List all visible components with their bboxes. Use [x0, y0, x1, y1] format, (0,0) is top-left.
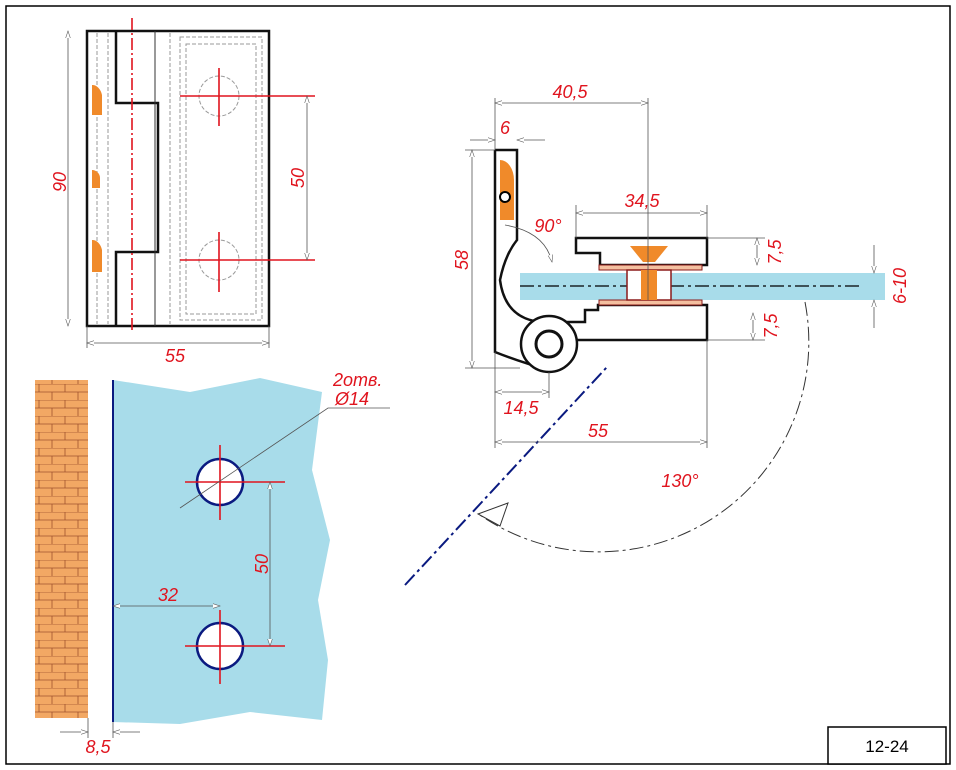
pivot-pin [534, 329, 564, 359]
dim-side-length: 55 [588, 421, 609, 441]
hole-diameter-label: Ø14 [334, 389, 369, 409]
brick-wall [35, 380, 88, 718]
dim-hole-spacing: 50 [288, 168, 308, 188]
glass-layout-view: 50 32 2отв. Ø14 8,5 [35, 370, 390, 757]
dim-height: 90 [50, 172, 70, 192]
dim-pivot-offset: 14,5 [503, 398, 539, 418]
wall-plate [495, 148, 709, 342]
magnet-marks [92, 84, 102, 272]
dim-edge-to-hole: 32 [158, 585, 178, 605]
title-block: 12-24 [827, 726, 947, 765]
drawing-frame [5, 5, 951, 765]
dim-clamp-length: 34,5 [624, 191, 660, 211]
dim-plate-thickness: 6 [500, 118, 511, 138]
dim-overall: 40,5 [552, 82, 588, 102]
dim-gap-to-wall: 8,5 [85, 737, 111, 757]
dim-width: 55 [165, 346, 186, 366]
dim-side-height: 58 [452, 250, 472, 270]
knuckle-notch [114, 31, 160, 326]
angle-90-label: 90° [534, 216, 561, 236]
dim-clamp-top: 7,5 [765, 239, 785, 265]
side-view: 40,5 6 34,5 58 7,5 7,5 6-10 14,5 55 90° … [404, 82, 910, 586]
drawing-number: 12-24 [865, 737, 908, 756]
front-view: 90 50 55 [50, 18, 315, 366]
arc-arrow [476, 502, 509, 527]
angle-130-label: 130° [661, 471, 698, 491]
dim-glass-hole-spacing: 50 [252, 554, 272, 574]
dim-glass-thickness: 6-10 [890, 268, 910, 304]
glass-panel [113, 378, 330, 724]
dim-clamp-bottom: 7,5 [761, 313, 781, 339]
leader-line [179, 407, 390, 509]
hinge-outline [85, 29, 271, 328]
holes-count-label: 2отв. [332, 370, 382, 390]
